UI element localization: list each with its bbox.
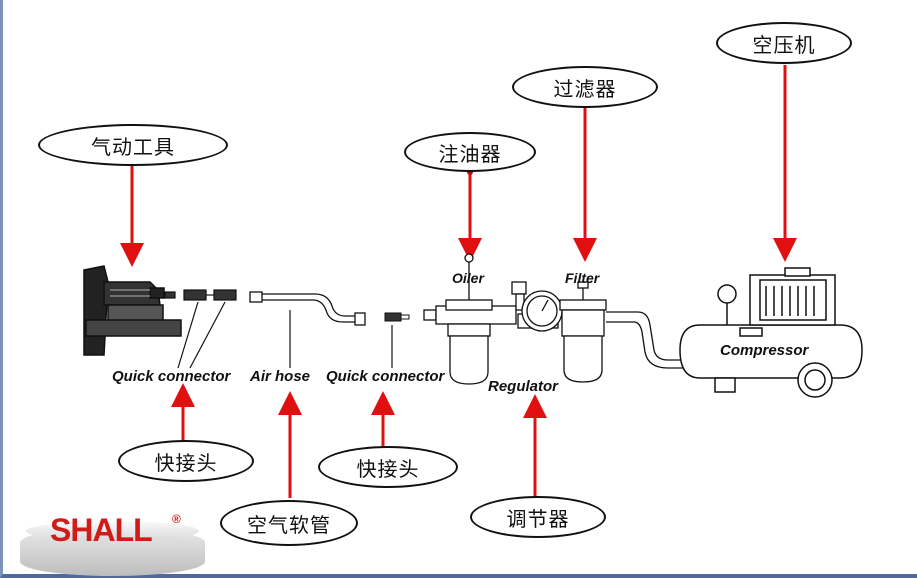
- callout-pneumatic-tool: 气动工具: [38, 124, 228, 166]
- callout-oiler: 注油器: [404, 132, 536, 172]
- label-oiler: Oiler: [452, 270, 484, 286]
- red-arrows: [120, 65, 797, 500]
- logo-pedestal-top: [26, 521, 199, 541]
- shall-logo: SHALL: [50, 512, 153, 548]
- label-quick-connector-2: Quick connector: [326, 368, 445, 385]
- registered-mark: ®: [172, 512, 181, 526]
- air-hose-drawing: [249, 291, 366, 326]
- label-compressor: Compressor: [720, 342, 809, 359]
- label-filter: Filter: [565, 270, 600, 286]
- label-quick-connector-1: Quick connector: [112, 368, 231, 385]
- loose-connector: [384, 312, 402, 322]
- callout-air-hose: 空气软管: [220, 500, 358, 546]
- compressor-drawing: [679, 267, 863, 398]
- callout-connector-right: 快接头: [318, 446, 458, 488]
- label-regulator: Regulator: [488, 378, 559, 395]
- callout-filter: 过滤器: [512, 66, 658, 108]
- nail-gun-drawing: [83, 265, 182, 356]
- callout-regulator: 调节器: [470, 496, 606, 538]
- callout-connector-left: 快接头: [118, 440, 254, 482]
- tool-connectors: [164, 289, 237, 301]
- frl-unit-drawing: [423, 253, 690, 385]
- label-air-hose: Air hose: [250, 368, 311, 385]
- callout-compressor: 空压机: [716, 22, 852, 64]
- leader-lines: [177, 301, 393, 369]
